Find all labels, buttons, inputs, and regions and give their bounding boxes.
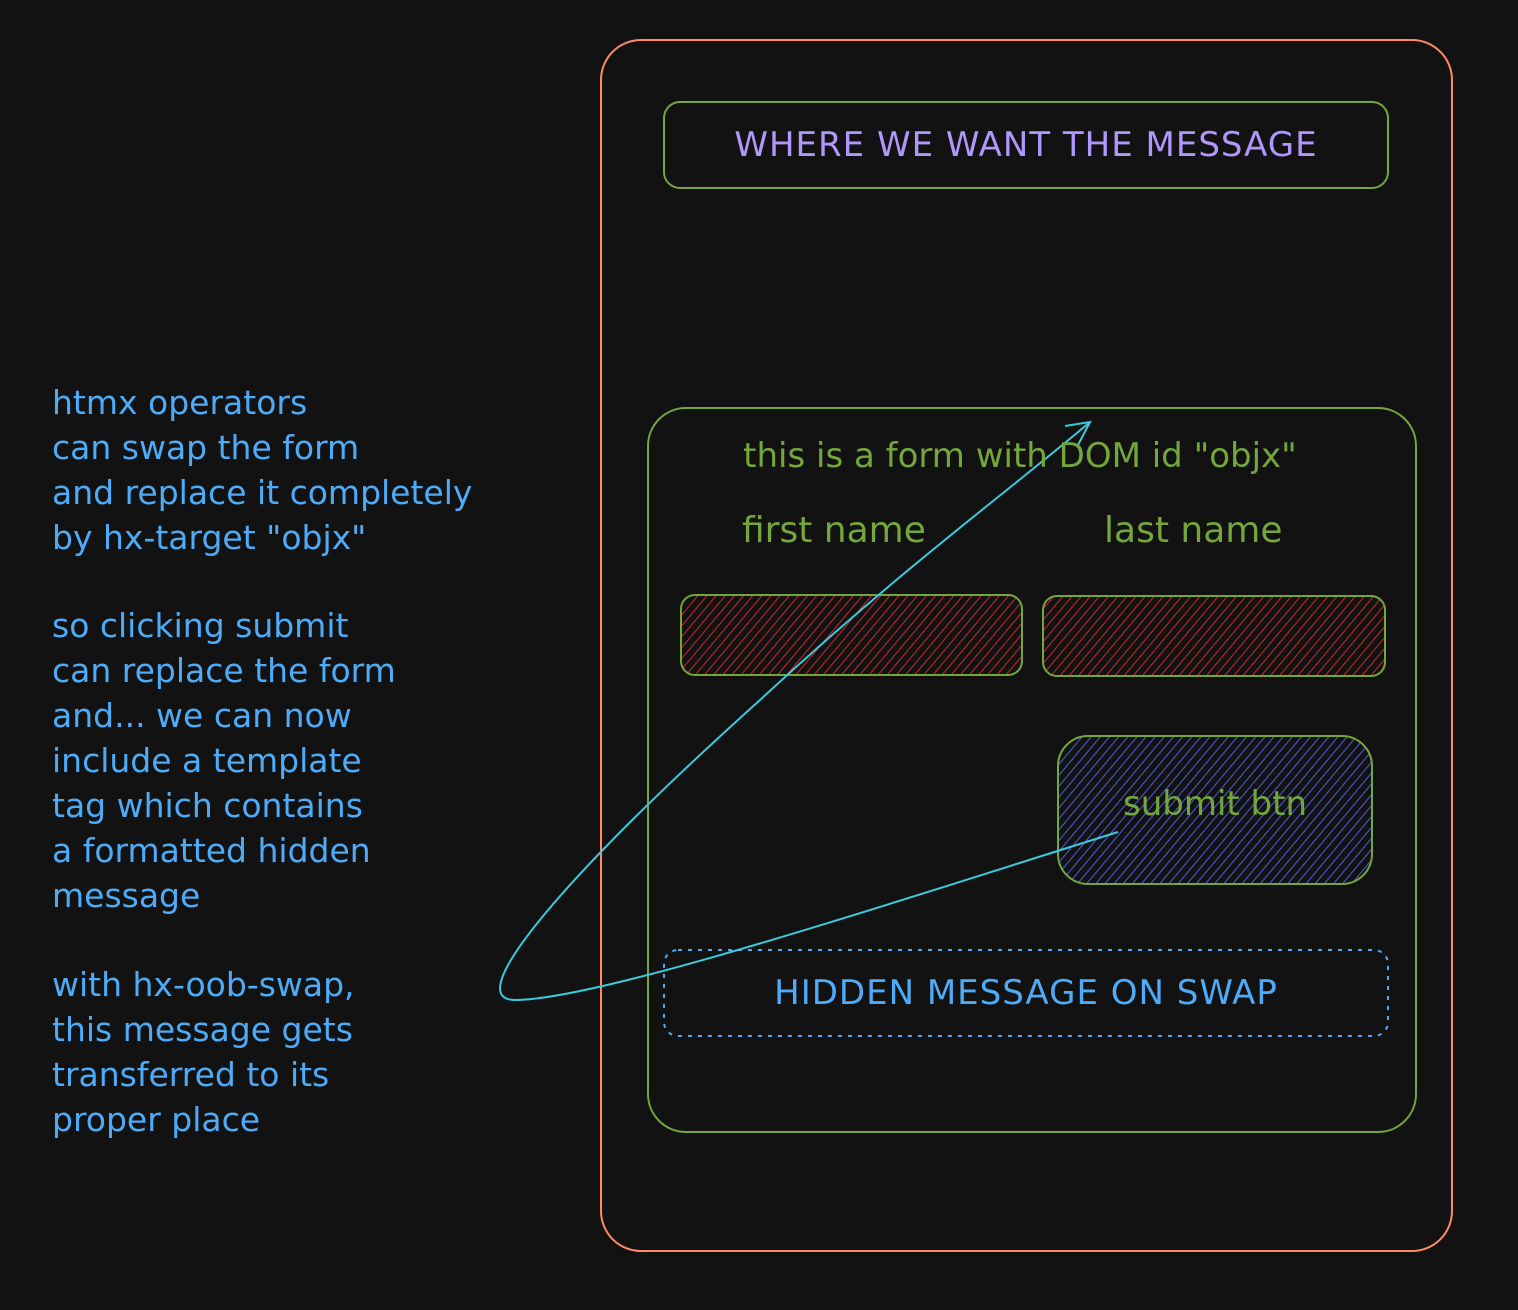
- arrow-head-icon: [1064, 420, 1092, 446]
- last-name-label: last name: [1104, 510, 1283, 551]
- submit-button-label: submit btn: [1122, 784, 1307, 824]
- first-name-label: first name: [742, 510, 926, 551]
- submit-button[interactable]: [1057, 735, 1373, 885]
- message-target-label: WHERE WE WANT THE MESSAGE: [734, 125, 1318, 165]
- note-oob-swap: with hx-oob-swap, this message gets tran…: [52, 965, 355, 1139]
- form-container: [647, 407, 1417, 1133]
- message-target-box: [663, 101, 1389, 189]
- form-title: this is a form with DOM id "objx": [743, 436, 1297, 476]
- last-name-input[interactable]: [1042, 595, 1386, 677]
- hidden-message-label: HIDDEN MESSAGE ON SWAP: [774, 973, 1278, 1013]
- note-submit-template: so clicking submit can replace the form …: [52, 606, 396, 915]
- swap-arrow-path: [499, 421, 1119, 1002]
- page-frame: [600, 39, 1453, 1252]
- note-htmx-operators: htmx operators can swap the form and rep…: [52, 383, 473, 557]
- first-name-input[interactable]: [680, 594, 1023, 676]
